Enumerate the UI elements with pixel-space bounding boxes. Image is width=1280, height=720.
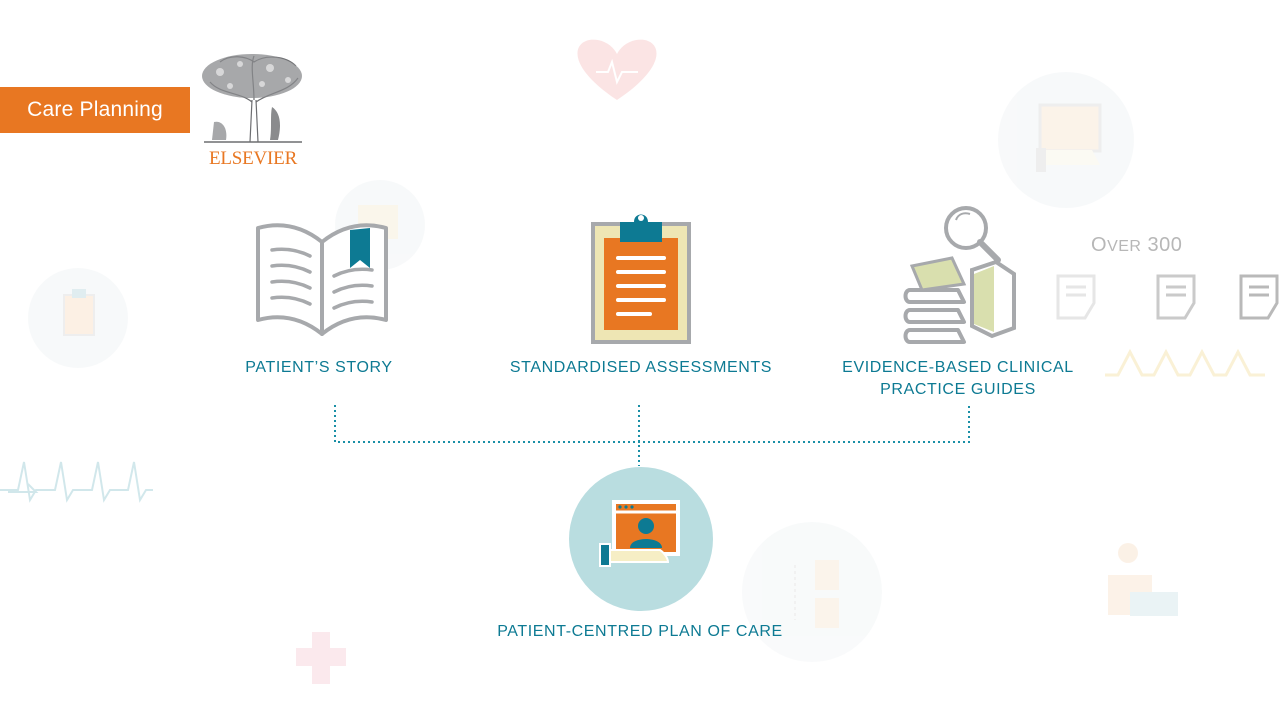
section-tag-label: Care Planning xyxy=(27,98,163,121)
over-count-text: OVER 300 xyxy=(1091,234,1182,257)
clipboard-bg-icon xyxy=(28,268,128,368)
plan-of-care-label: PATIENT-CENTRED PLAN OF CARE xyxy=(497,623,783,640)
patient-story-label: PATIENT’S STORY xyxy=(245,359,393,376)
bookmark-icon xyxy=(350,228,370,268)
patient-screen-bg-icon xyxy=(998,72,1134,208)
elsevier-wordmark: ELSEVIER xyxy=(208,148,298,169)
patient-screen-icon xyxy=(569,467,713,611)
tree-icon xyxy=(202,54,302,143)
over-rest: VER xyxy=(1107,238,1142,255)
evidence-label-line1: EVIDENCE-BASED CLINICAL xyxy=(842,359,1074,376)
clipboard-icon xyxy=(591,214,691,344)
ecg-wave-icon xyxy=(0,461,153,503)
section-tag: Care Planning xyxy=(0,87,190,133)
magnifier-books-icon xyxy=(903,206,1016,344)
medical-cross-icon xyxy=(296,632,346,684)
evidence-label-line2: PRACTICE GUIDES xyxy=(880,381,1036,398)
document-bg-icon xyxy=(742,522,882,662)
open-book-icon xyxy=(256,223,388,336)
over-number: 300 xyxy=(1147,234,1183,256)
elsevier-logo: ELSEVIER xyxy=(200,52,306,170)
document-row xyxy=(1056,274,1279,320)
over-first-letter: O xyxy=(1091,234,1108,256)
assessments-label: STANDARDISED ASSESSMENTS xyxy=(509,359,773,376)
wave-decoration xyxy=(1105,348,1265,377)
hospital-icon xyxy=(1108,543,1178,616)
magnifier-icon xyxy=(944,206,1001,263)
heart-pulse-icon xyxy=(577,39,657,100)
